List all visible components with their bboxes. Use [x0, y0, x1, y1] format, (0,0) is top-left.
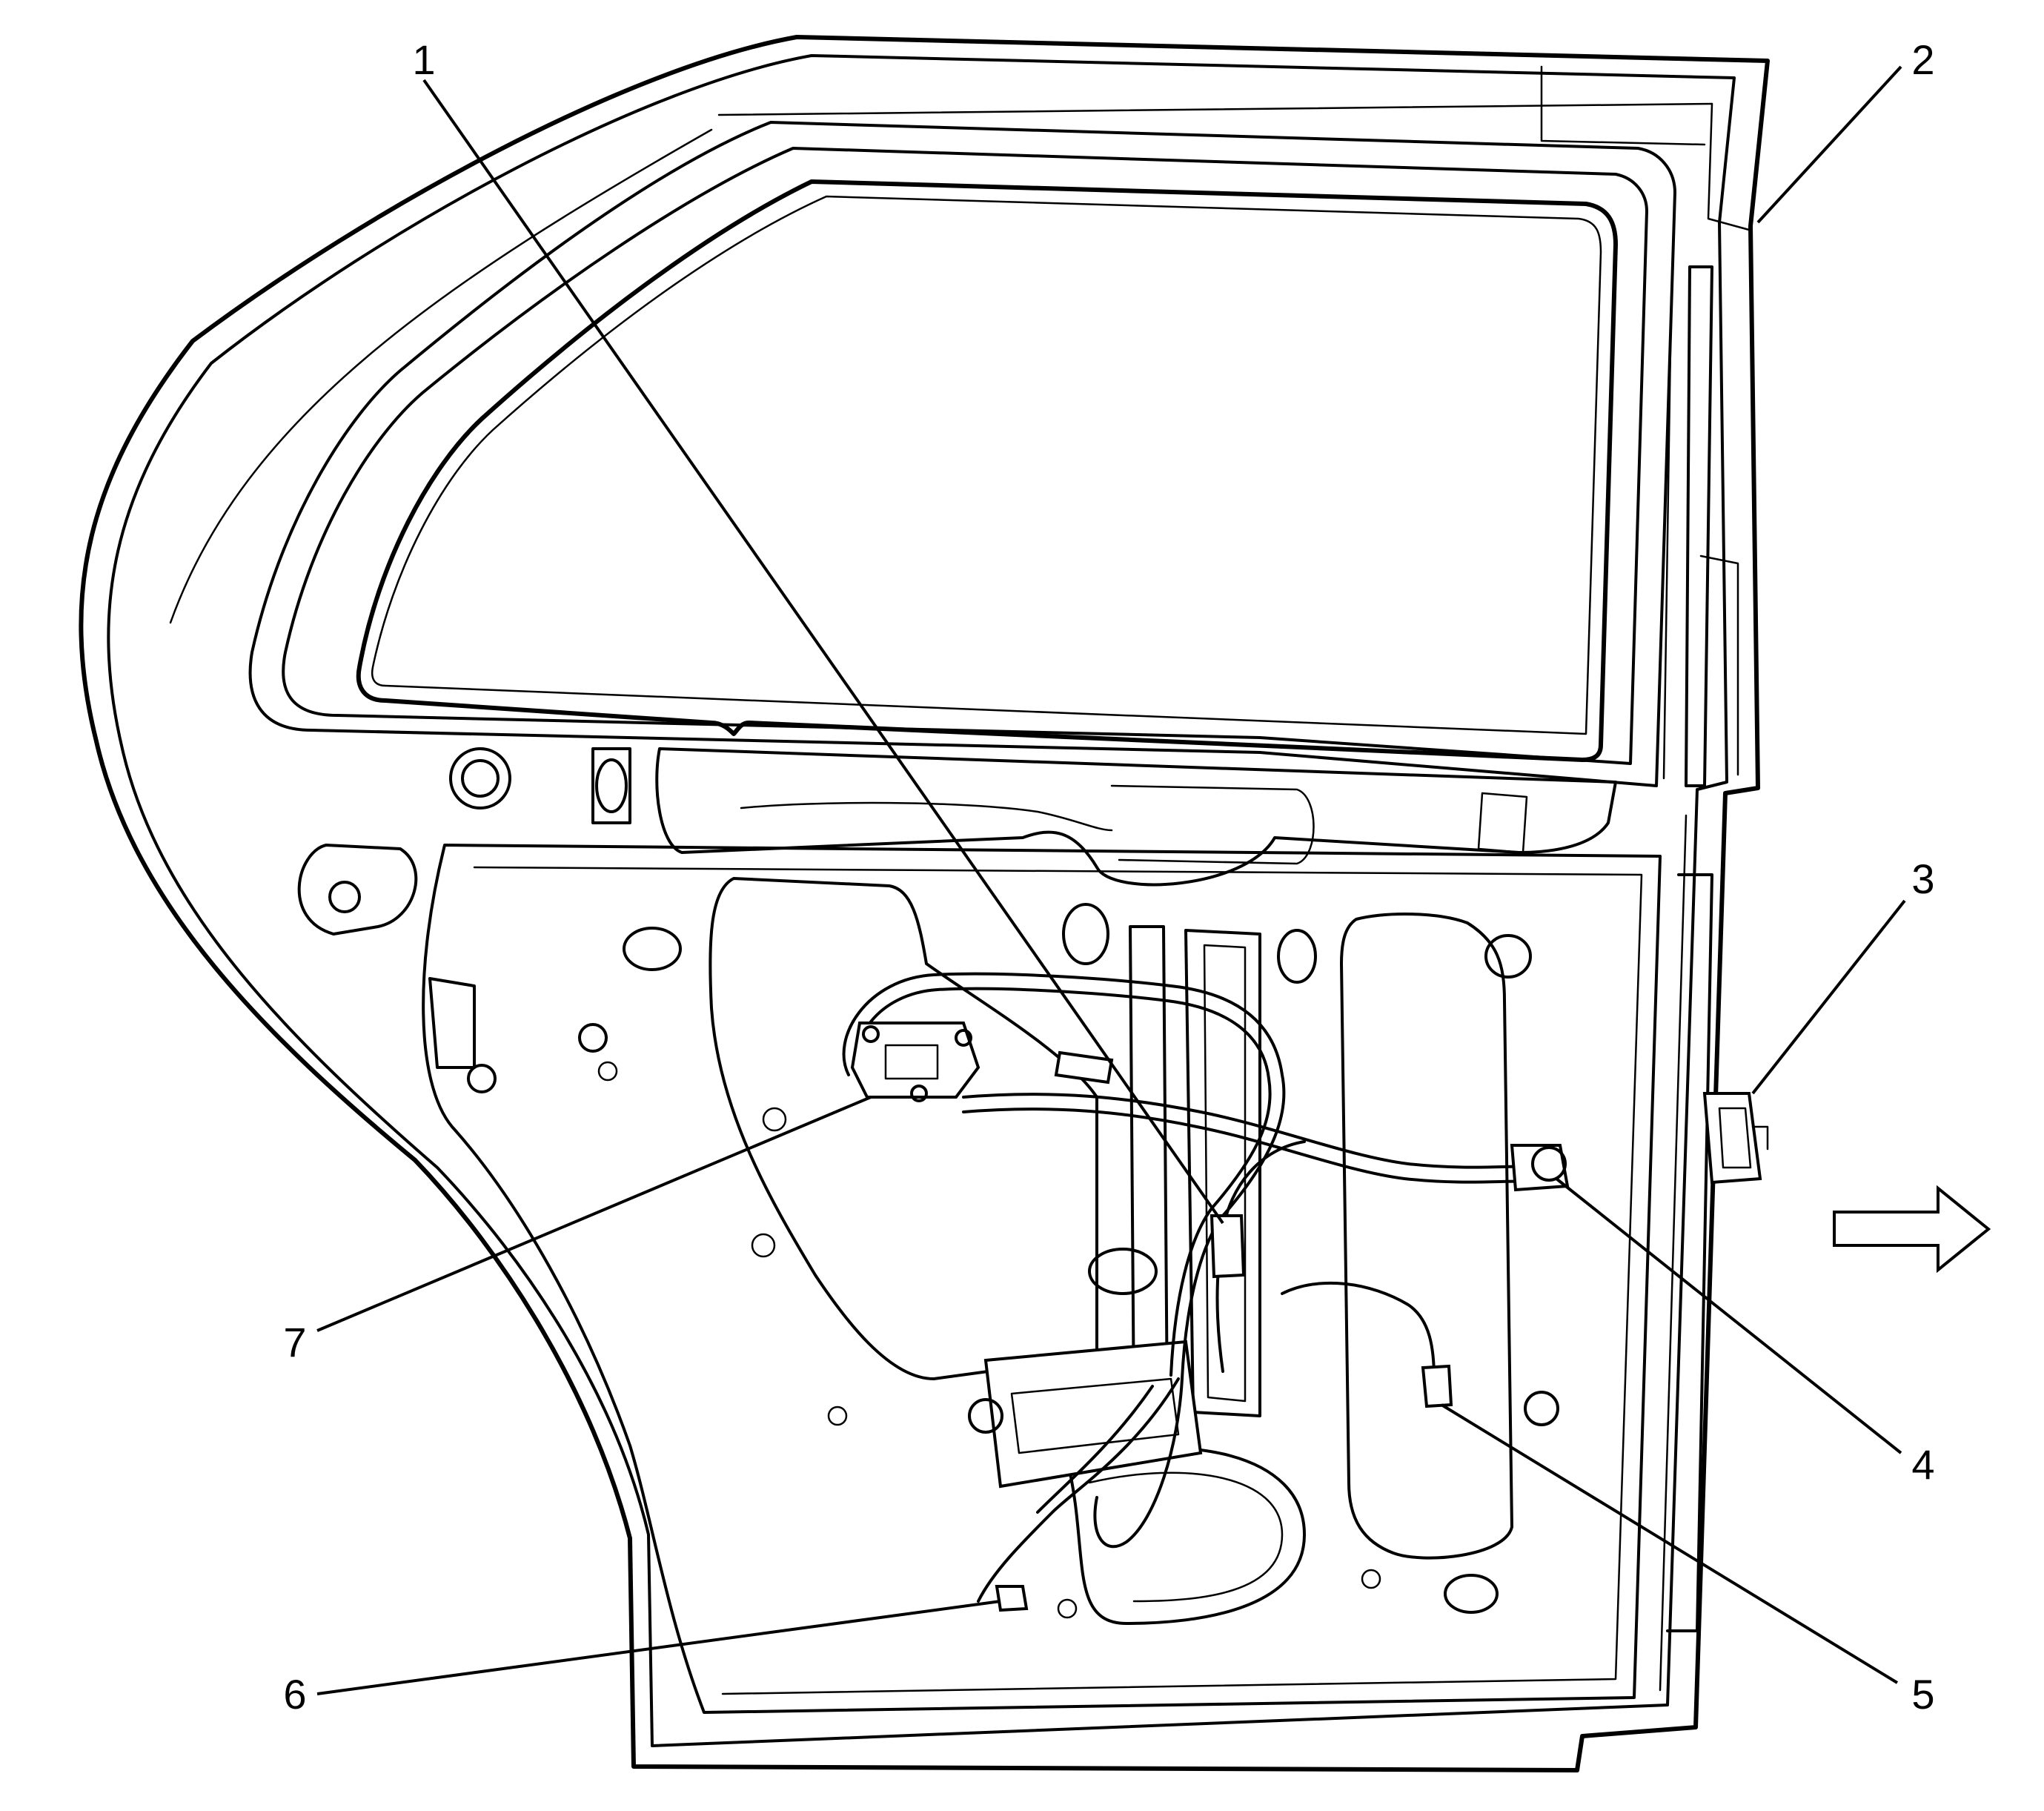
callout-labels: 1 2 3 4 5 6 7: [283, 36, 1934, 1718]
callout-5: 5: [1911, 1671, 1934, 1718]
leader-3: [1751, 899, 1906, 1095]
leader-1: [422, 79, 1224, 1225]
leader-4: [1555, 1177, 1902, 1454]
door-edge-details: [1659, 265, 1739, 1692]
door-module: [968, 1340, 1203, 1489]
leader-5: [1440, 1403, 1899, 1684]
window-frame: [248, 65, 1706, 787]
callout-7: 7: [283, 1319, 306, 1365]
callout-3: 3: [1911, 855, 1934, 902]
leader-7: [316, 1096, 872, 1332]
panel-holes: [449, 747, 1559, 1619]
callout-1: 1: [412, 36, 435, 83]
arrow-right-icon: [1833, 1185, 1991, 1274]
inner-panel: [297, 747, 1662, 1714]
connectors: [850, 1022, 1769, 1612]
callout-6: 6: [283, 1671, 306, 1718]
door-outer-frame: [79, 35, 1770, 1772]
leader-lines: [316, 65, 1906, 1695]
leader-6: [316, 1600, 1001, 1695]
wiring-harness: [842, 972, 1543, 1603]
callout-2: 2: [1911, 36, 1934, 83]
callout-4: 4: [1911, 1441, 1934, 1488]
leader-2: [1756, 65, 1902, 224]
